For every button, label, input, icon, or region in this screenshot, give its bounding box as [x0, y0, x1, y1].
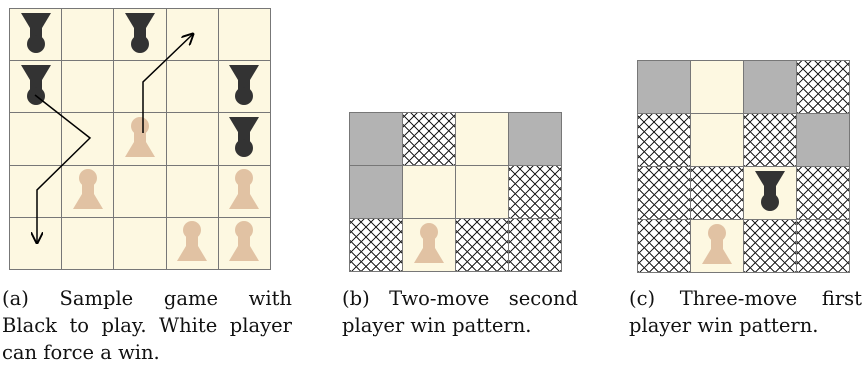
- black-pawn-icon: [19, 63, 53, 111]
- board-a-cell-r2c5: [218, 61, 271, 114]
- board-a-cell-r1c4: [166, 9, 219, 62]
- board-a-cell-r3c2: [62, 113, 115, 166]
- black-pawn-icon: [753, 169, 787, 217]
- board-a-cell-r2c3: [114, 61, 167, 114]
- board-a-cell-r3c5: [218, 113, 271, 166]
- board-a-cell-r5c2: [62, 217, 115, 270]
- board-b-cell-r2c4: [509, 166, 562, 219]
- board-c-cell-r1c3: [744, 61, 797, 114]
- board-a-cell-r5c5: [218, 217, 271, 270]
- board-b-cell-r3c1: [350, 219, 403, 272]
- board-a-cell-r4c4: [166, 165, 219, 218]
- board-b-cell-r2c1: [350, 166, 403, 219]
- board-c-cell-r2c4: [797, 114, 850, 167]
- black-pawn-icon: [123, 11, 157, 59]
- board-a-cell-r1c5: [218, 9, 271, 62]
- black-pawn-icon: [227, 115, 261, 163]
- board-a-cell-r5c4: [166, 217, 219, 270]
- board-b: [349, 112, 562, 272]
- black-pawn-icon: [19, 11, 53, 59]
- board-a-cell-r2c2: [62, 61, 115, 114]
- board-c-cell-r3c3: [744, 167, 797, 220]
- board-c-cell-r3c1: [638, 167, 691, 220]
- board-b-cell-r3c3: [456, 219, 509, 272]
- white-pawn-icon: [175, 219, 209, 267]
- board-c-cell-r2c3: [744, 114, 797, 167]
- board-a: [9, 8, 271, 270]
- white-pawn-icon: [227, 167, 261, 215]
- board-a-cell-r4c2: [62, 165, 115, 218]
- caption-b-line-1: (b) Two-move second: [342, 287, 578, 310]
- white-pawn-icon: [412, 221, 446, 269]
- board-c-cell-r1c4: [797, 61, 850, 114]
- board-a-cell-r1c1: [10, 9, 63, 62]
- board-a-cell-r3c1: [10, 113, 63, 166]
- board-b-cell-r1c2: [403, 113, 456, 166]
- board-c-cell-r2c2: [691, 114, 744, 167]
- board-b-cell-r2c3: [456, 166, 509, 219]
- caption-b: (b) Two-move second player win pattern.: [342, 285, 578, 339]
- caption-c: (c) Three-move first player win pattern.: [629, 285, 862, 339]
- white-pawn-icon: [227, 219, 261, 267]
- board-c-cell-r1c2: [691, 61, 744, 114]
- caption-a: (a) Sample game with Black to play. Whit…: [2, 285, 292, 366]
- board-c-cell-r1c1: [638, 61, 691, 114]
- board-b-cell-r1c3: [456, 113, 509, 166]
- caption-a-line-2: Black to play. White player: [2, 314, 292, 337]
- board-b-cell-r3c4: [509, 219, 562, 272]
- black-pawn-icon: [227, 63, 261, 111]
- board-a-cell-r3c3: [114, 113, 167, 166]
- board-c-cell-r4c3: [744, 220, 797, 273]
- white-pawn-icon: [71, 167, 105, 215]
- board-b-cell-r3c2: [403, 219, 456, 272]
- white-pawn-icon: [123, 115, 157, 163]
- board-c-cell-r3c2: [691, 167, 744, 220]
- board-a-cell-r4c3: [114, 165, 167, 218]
- board-a-cell-r3c4: [166, 113, 219, 166]
- board-c-cell-r4c4: [797, 220, 850, 273]
- white-pawn-icon: [700, 222, 734, 270]
- caption-c-line-1: (c) Three-move first: [629, 287, 862, 310]
- caption-a-line-3: can force a win.: [2, 341, 160, 364]
- board-a-cell-r4c1: [10, 165, 63, 218]
- board-c: [637, 60, 850, 273]
- board-b-cell-r1c1: [350, 113, 403, 166]
- board-b-cell-r1c4: [509, 113, 562, 166]
- board-a-cell-r1c2: [62, 9, 115, 62]
- board-c-cell-r4c2: [691, 220, 744, 273]
- board-a-cell-r5c1: [10, 217, 63, 270]
- board-c-cell-r3c4: [797, 167, 850, 220]
- board-a-cell-r2c1: [10, 61, 63, 114]
- board-a-cell-r1c3: [114, 9, 167, 62]
- board-b-cell-r2c2: [403, 166, 456, 219]
- board-a-cell-r4c5: [218, 165, 271, 218]
- caption-c-line-2: player win pattern.: [629, 314, 819, 337]
- caption-a-line-1: (a) Sample game with: [2, 287, 292, 310]
- caption-b-line-2: player win pattern.: [342, 314, 532, 337]
- board-c-cell-r2c1: [638, 114, 691, 167]
- board-c-cell-r4c1: [638, 220, 691, 273]
- board-a-cell-r2c4: [166, 61, 219, 114]
- board-a-cell-r5c3: [114, 217, 167, 270]
